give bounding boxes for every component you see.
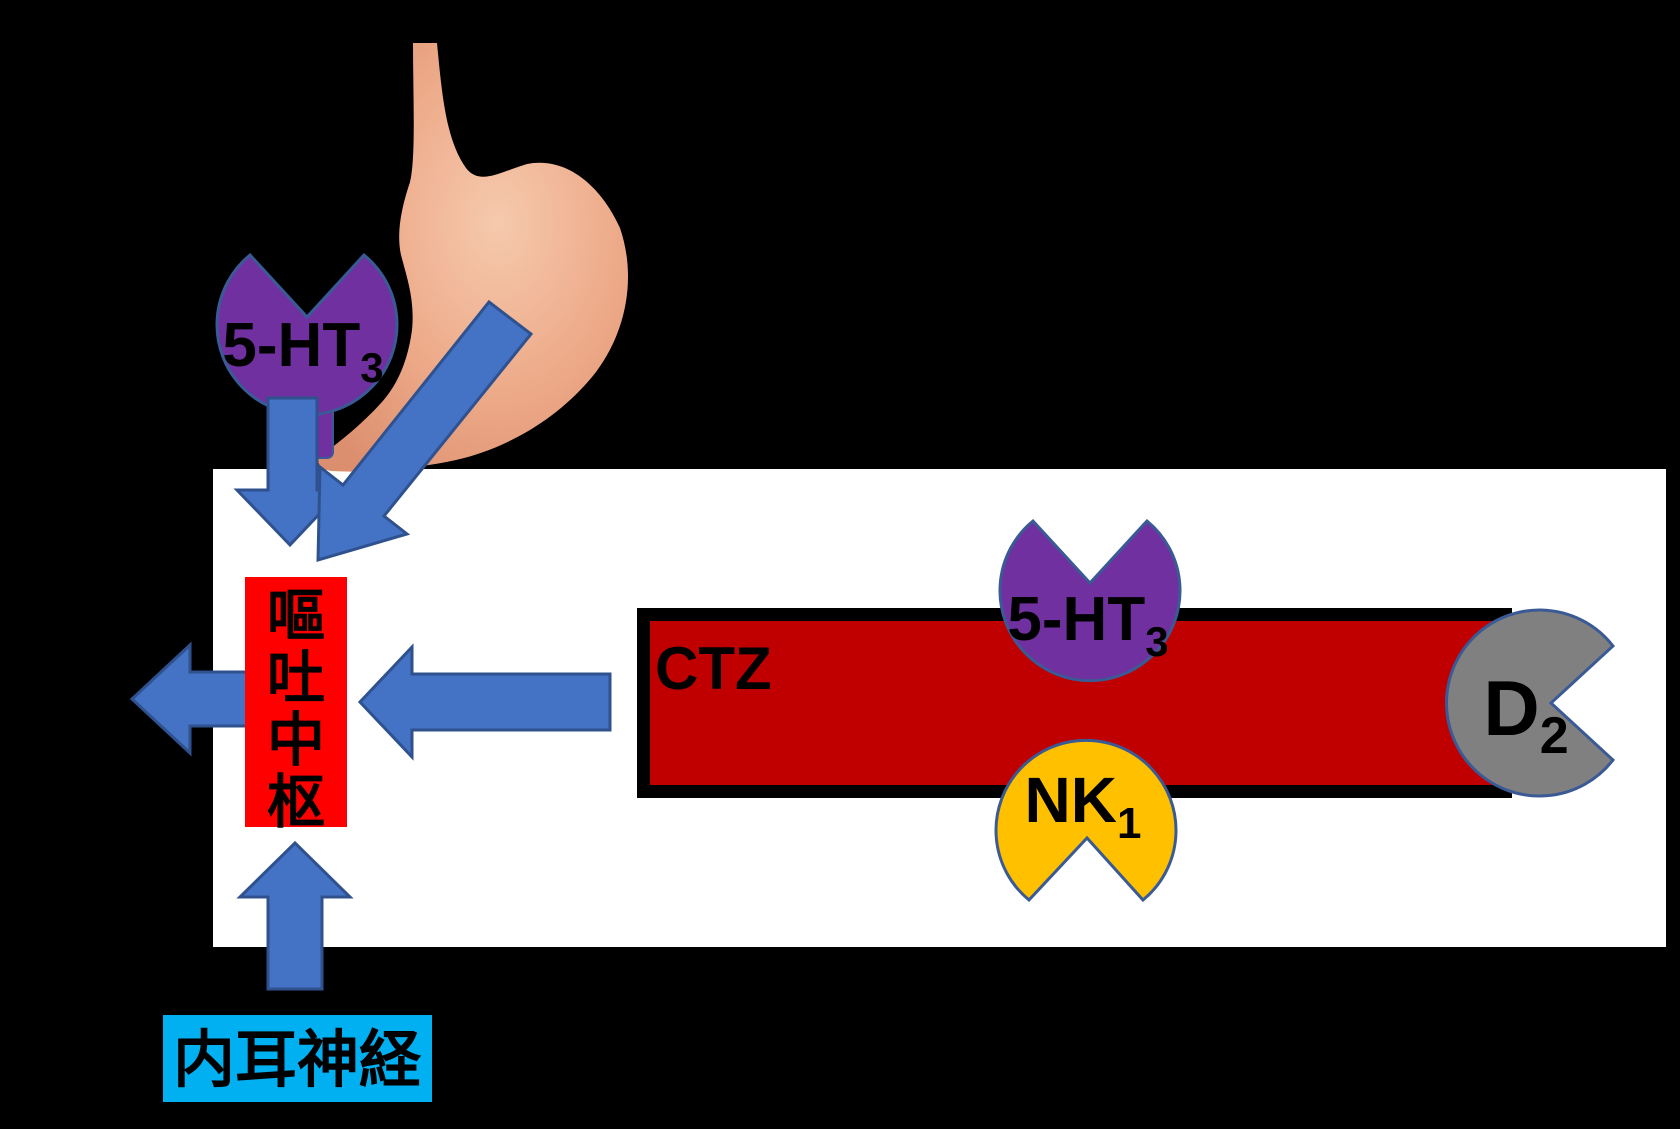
serotonin-receptor-ctz <box>998 518 1182 683</box>
inner-ear-up-arrow <box>236 840 354 991</box>
inner-ear-box <box>163 1015 432 1102</box>
ctz-to-center-arrow <box>357 643 612 761</box>
vomiting-center-box <box>245 577 347 827</box>
d2-receptor-label: D2 <box>1483 664 1568 765</box>
receptor-5ht3-gut-label: 5-HT3 <box>222 311 383 391</box>
stomach-diagonal-arrow <box>316 299 534 563</box>
stomach-illustration <box>318 43 629 472</box>
nk1-receptor <box>994 738 1178 903</box>
gut-receptor-down-arrow <box>233 396 346 548</box>
vomiting-center-label: 嘔吐中枢 <box>267 584 325 835</box>
ctz-label: CTZ <box>655 635 772 702</box>
inner-ear-label: 内耳神経 <box>173 1026 422 1095</box>
vomiting-center-output-arrow <box>129 641 250 757</box>
nk1-receptor-label: NK1 <box>1025 764 1142 848</box>
receptor-5ht3-ctz-label: 5-HT3 <box>1007 585 1168 665</box>
d2-receptor <box>1445 608 1616 798</box>
